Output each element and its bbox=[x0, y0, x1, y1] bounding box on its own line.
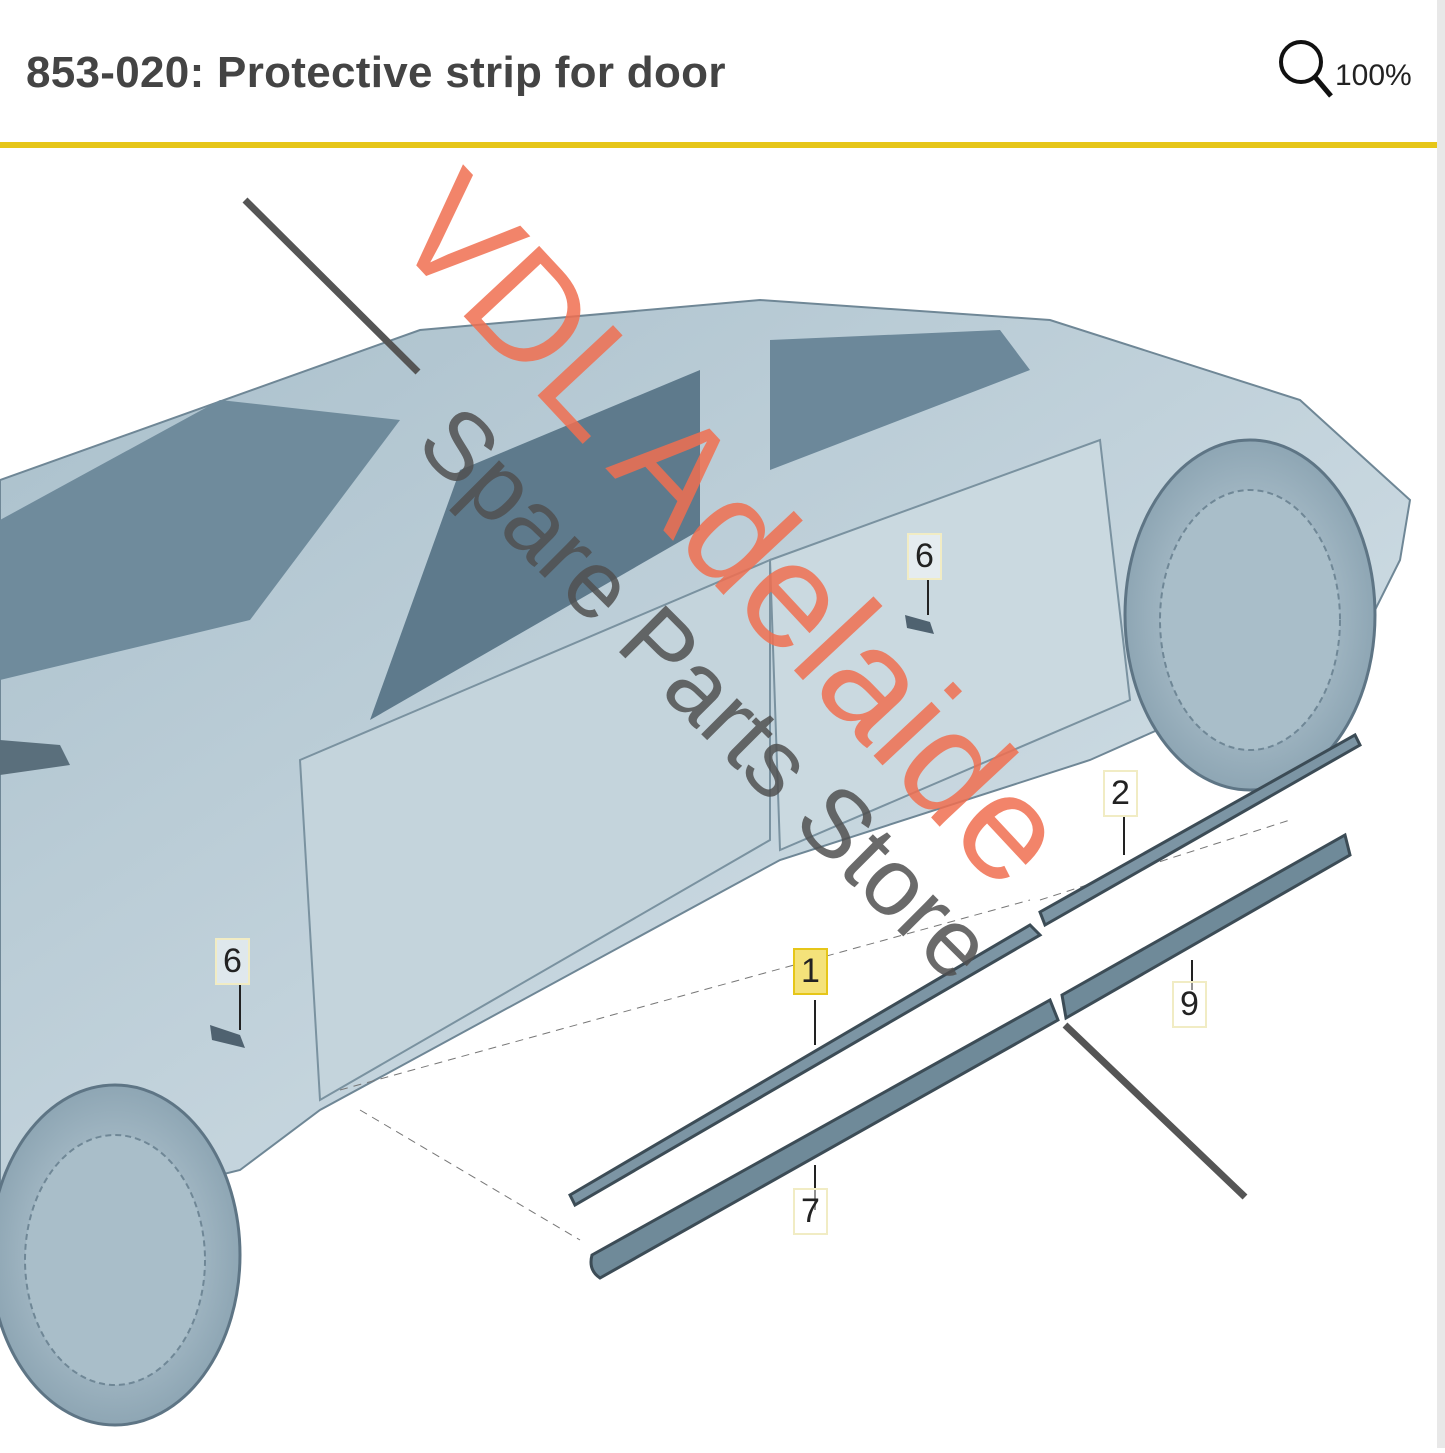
callout-1[interactable]: 1 bbox=[793, 948, 828, 995]
parts-diagram: 1 2 6 6 7 9 bbox=[0, 148, 1437, 1448]
page-title: 853-020: Protective strip for door bbox=[26, 48, 726, 97]
callout-2[interactable]: 2 bbox=[1103, 770, 1138, 817]
scrollbar[interactable] bbox=[1437, 0, 1445, 1448]
car-illustration bbox=[0, 197, 1412, 1427]
callout-6-rear[interactable]: 6 bbox=[907, 533, 942, 580]
callout-9[interactable]: 9 bbox=[1172, 981, 1207, 1028]
callout-6-front[interactable]: 6 bbox=[215, 938, 250, 985]
magnifier-icon bbox=[1279, 40, 1333, 98]
zoom-control[interactable]: 100% bbox=[1275, 36, 1412, 102]
callout-7[interactable]: 7 bbox=[793, 1188, 828, 1235]
zoom-level: 100% bbox=[1335, 59, 1412, 92]
watermark-line bbox=[242, 197, 421, 375]
header: 853-020: Protective strip for door 100% bbox=[0, 0, 1437, 148]
